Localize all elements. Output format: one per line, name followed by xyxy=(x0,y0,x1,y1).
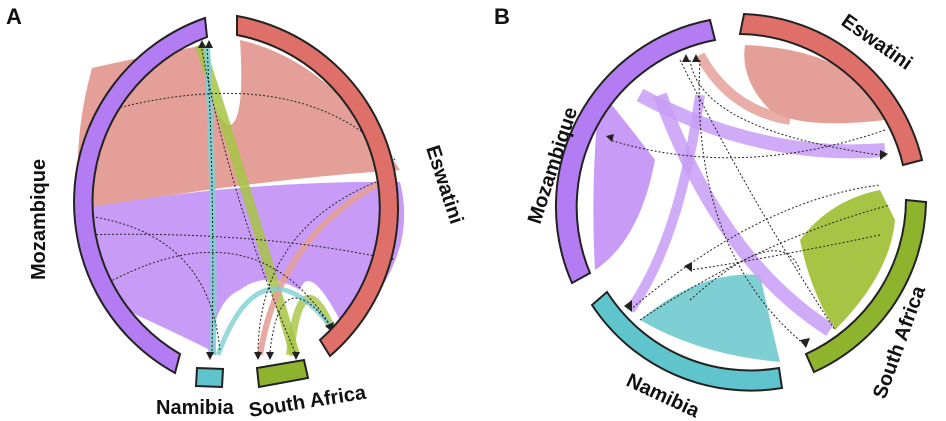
panel-b-sector-south-africa xyxy=(804,198,928,374)
panel-b-ribbon-eswatini xyxy=(744,45,885,124)
panel-a-arrowhead xyxy=(292,352,300,360)
panel-a-letter: A xyxy=(6,4,22,29)
panel-b-dotted-links xyxy=(609,59,891,346)
panel-a-dotted-link xyxy=(94,251,331,326)
panel-a-arrowhead xyxy=(254,352,262,360)
panel-b-dotted-link xyxy=(679,59,836,331)
panel-b-dotted-link xyxy=(689,250,801,301)
panel-b-arrowhead xyxy=(624,300,632,312)
panel-a-label-mozambique: Mozambique xyxy=(28,159,50,280)
panel-a-dotted-link xyxy=(206,44,214,353)
panel-b-ribbon-south-africa xyxy=(800,190,895,330)
panel-b-arrowhead xyxy=(684,262,692,272)
panel-b-dotted-link xyxy=(698,59,806,346)
panel-a-sector-south-africa xyxy=(255,358,310,389)
panel-b-arrowheads xyxy=(606,54,888,348)
panel-b-sectors xyxy=(554,12,928,392)
panel-b-letter: B xyxy=(494,4,510,29)
panel-b-sector-namibia xyxy=(590,290,784,392)
panel-a-dotted-links xyxy=(79,44,396,353)
panel-a-sector-mozambique xyxy=(73,16,209,375)
panel-a-sector-eswatini xyxy=(236,14,399,358)
panel-b-ribbon-mozambique-namibia xyxy=(625,94,705,313)
panel-b-arrowhead xyxy=(682,54,690,62)
panel-a-dotted-link xyxy=(257,174,396,353)
panel-a-dotted-link xyxy=(79,233,386,259)
panel-a-ribbon-eswatini-mozambique xyxy=(77,40,400,210)
panel-a-dotted-link xyxy=(269,297,331,353)
panel-a-ribbon-eswatini-southafrica xyxy=(257,172,397,356)
panel-a-dotted-link xyxy=(109,92,396,161)
panel-b-dotted-link xyxy=(689,234,881,271)
panel-b-arrowhead xyxy=(800,338,810,348)
panel-a-ribbon-southafrica-mozambique xyxy=(195,43,300,357)
panel-b-dotted-link xyxy=(639,204,891,321)
panel-b: B xyxy=(494,4,930,421)
panel-a: A xyxy=(6,4,467,421)
panel-a-arrowhead xyxy=(205,40,213,48)
panel-b-sector-eswatini xyxy=(738,12,924,167)
panel-b-arrowhead xyxy=(880,150,888,160)
panel-b-dotted-link xyxy=(609,129,886,159)
panel-a-label-south-africa: South Africa xyxy=(247,382,368,421)
panel-b-ribbons xyxy=(593,45,895,362)
panel-a-arrowhead xyxy=(206,352,214,360)
panel-a-label-namibia: Namibia xyxy=(156,397,235,419)
panel-a-ribbon-namibia-southafrica xyxy=(215,286,332,356)
panel-a-sectors xyxy=(73,14,399,389)
panel-a-arrowhead xyxy=(266,352,274,360)
panel-b-ribbon-namibia xyxy=(640,274,780,362)
panel-b-ribbon-mozambique xyxy=(593,90,655,270)
panel-b-sector-mozambique xyxy=(554,18,717,285)
panel-b-arrowhead xyxy=(692,54,700,62)
panel-a-arrowhead xyxy=(198,40,206,48)
panel-b-dotted-link xyxy=(629,184,881,311)
panel-b-dotted-link xyxy=(689,59,881,156)
panel-a-label-eswatini: Eswatini xyxy=(421,143,467,227)
panel-a-ribbon-mozambique-namibia xyxy=(79,221,216,356)
panel-b-ribbon-eswatini-mozambique xyxy=(695,52,791,125)
panel-a-sector-namibia xyxy=(194,366,225,389)
panel-b-arrowhead xyxy=(606,134,614,142)
panel-b-ribbon-mozambique-southafrica xyxy=(653,92,834,336)
